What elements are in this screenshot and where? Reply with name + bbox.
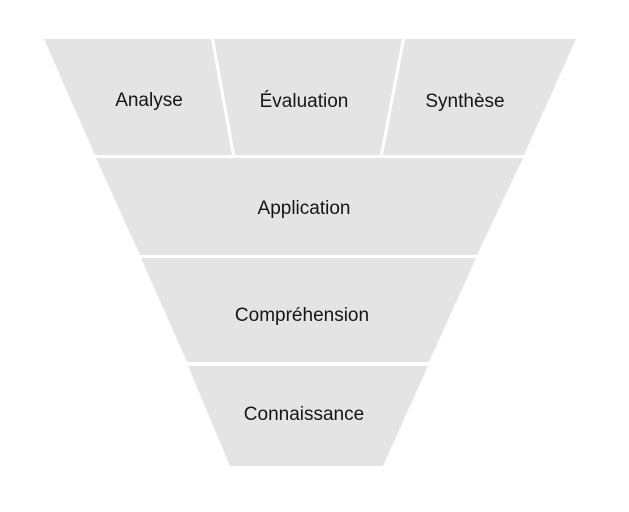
label-analyse: Analyse <box>115 90 183 111</box>
segment-evaluation <box>214 39 402 155</box>
level-connaissance <box>188 366 428 466</box>
level-comprehension <box>141 258 476 362</box>
segment-analyse <box>44 39 232 155</box>
label-evaluation: Évaluation <box>260 91 349 112</box>
label-connaissance: Connaissance <box>244 404 364 425</box>
top-row: Analyse Évaluation Synthèse <box>44 39 576 155</box>
segment-synthese <box>383 39 576 155</box>
level-application <box>96 158 523 255</box>
label-synthese: Synthèse <box>425 91 504 112</box>
label-comprehension: Compréhension <box>235 305 369 326</box>
label-application: Application <box>258 198 351 219</box>
